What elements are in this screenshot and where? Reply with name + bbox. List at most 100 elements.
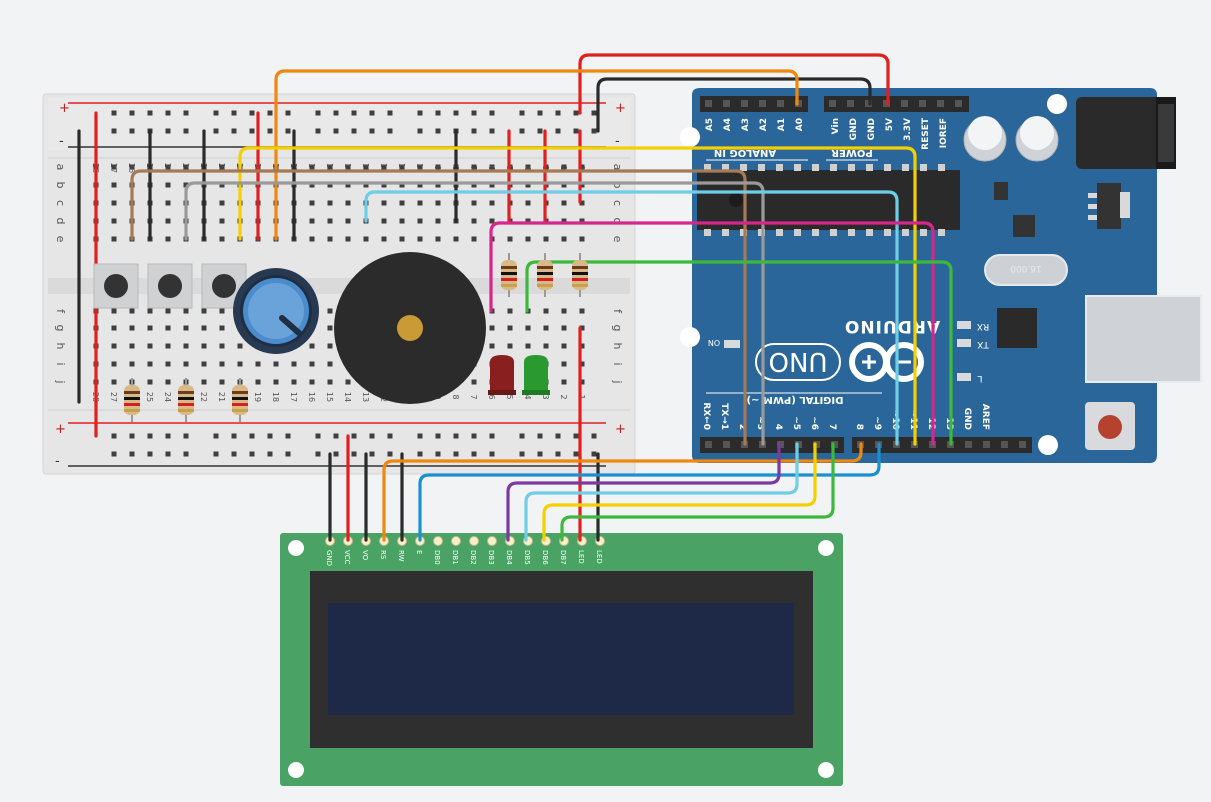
arduino-pin-label: A1 <box>777 118 787 131</box>
column-number: 23 <box>181 163 190 173</box>
lcd-pin-label: DB5 <box>523 550 531 565</box>
piezo-buzzer[interactable] <box>334 252 486 404</box>
row-letter: g <box>54 325 67 332</box>
arduino-pin-label: ~10 <box>890 410 900 430</box>
column-number: 14 <box>343 163 352 173</box>
column-number: 22 <box>199 392 208 402</box>
arduino-pin-label: GND <box>867 118 877 140</box>
center-channel <box>48 278 630 294</box>
usb-port <box>1085 295 1202 383</box>
arduino-pin-label: A4 <box>723 118 733 131</box>
column-number: 14 <box>343 392 352 402</box>
lcd-pin-label: DB3 <box>487 550 495 565</box>
arduino-pin-label: 2 <box>737 424 747 430</box>
arduino-pin-label: ~5 <box>791 416 801 430</box>
wire-gnd-black <box>596 77 872 133</box>
lcd-pin-label: E <box>415 550 423 554</box>
row-letter: i <box>54 362 67 365</box>
resistor[interactable] <box>537 253 553 297</box>
wire-db7-green <box>560 442 835 542</box>
row-letter: c <box>611 200 624 206</box>
resistor[interactable] <box>572 253 588 297</box>
analog-header <box>700 96 808 112</box>
resistor[interactable] <box>124 378 140 422</box>
arduino-pin-label: RESET <box>921 117 931 150</box>
column-number: 16 <box>307 392 316 402</box>
row-letter: h <box>54 343 67 350</box>
arduino-pin-label: 13 <box>944 417 954 430</box>
lcd-pin-label: DB1 <box>451 550 459 565</box>
column-number: 17 <box>289 392 298 402</box>
column-number: 6 <box>487 394 496 399</box>
wire-pin12-yellow <box>238 146 917 446</box>
transistor <box>994 182 1008 200</box>
resistors <box>124 253 588 422</box>
row-letter: d <box>611 218 624 225</box>
row-letter: b <box>54 182 67 189</box>
wire-pin13-magenta <box>489 221 935 446</box>
pushbutton[interactable] <box>201 263 247 309</box>
arduino-pin-label: A0 <box>795 118 805 131</box>
red-led[interactable] <box>488 355 516 395</box>
plus-sign-br: + <box>615 422 626 437</box>
column-number: 6 <box>487 165 496 170</box>
resistor[interactable] <box>501 253 517 297</box>
arduino-pin-label: 12 <box>926 417 936 430</box>
svg-text:ON: ON <box>708 338 720 347</box>
lcd-pin-label: RW <box>397 550 405 562</box>
column-number: 27 <box>109 392 118 402</box>
column-number: 21 <box>217 163 226 173</box>
column-number: 4 <box>523 165 532 170</box>
column-number: 21 <box>217 392 226 402</box>
arduino-brand-label: ARDUINO <box>844 316 940 336</box>
tx-led <box>957 339 971 347</box>
lcd-pin-label: DB7 <box>559 550 567 565</box>
resistor[interactable] <box>178 378 194 422</box>
row-letter: a <box>54 164 67 171</box>
arduino-pin-label: 4 <box>773 424 783 430</box>
lcd-pin-label: VCC <box>343 550 351 565</box>
row-letter: f <box>611 309 624 314</box>
arduino-pin-label: Vin <box>831 118 841 134</box>
arduino-pin-label: GND <box>962 408 972 430</box>
row-letter: c <box>54 200 67 206</box>
svg-text:RX: RX <box>977 321 989 331</box>
column-number: 13 <box>361 392 370 402</box>
lcd-pin-label: LED <box>595 550 603 564</box>
lcd-pin-label: GND <box>325 550 333 566</box>
row-letter: g <box>611 325 624 332</box>
wires <box>77 53 953 542</box>
plus-sign-tl: + <box>59 101 70 116</box>
column-number: 25 <box>145 392 154 402</box>
breadboard-holes <box>93 110 597 457</box>
potentiometer[interactable] <box>233 268 319 354</box>
column-number: 11 <box>397 163 406 173</box>
column-number: 16 <box>307 163 316 173</box>
column-number: 24 <box>163 392 172 402</box>
resistor[interactable] <box>232 378 248 422</box>
mounting-hole <box>1047 94 1067 114</box>
arduino-pin-label: A2 <box>759 118 769 131</box>
digital-label: DIGITAL (PWM ~) <box>747 394 844 405</box>
arduino-pin-label: ~3 <box>755 416 765 430</box>
column-number: 2 <box>559 165 568 170</box>
row-letter: e <box>54 236 67 243</box>
pushbutton[interactable] <box>93 263 139 309</box>
arduino-pin-label: RX←0 <box>701 402 711 430</box>
lcd-pin-label: DB2 <box>469 550 477 565</box>
arduino-logo <box>849 342 924 382</box>
lcd-screen <box>328 603 794 715</box>
green-led[interactable] <box>522 355 550 395</box>
pushbutton[interactable] <box>147 263 193 309</box>
lcd-mount-hole <box>288 762 304 778</box>
row-letter: j <box>611 379 624 383</box>
arduino-pin-label: TX→1 <box>719 403 729 430</box>
wire-5v-red <box>578 53 890 115</box>
column-number: 12 <box>379 163 388 173</box>
minus-sign-tl: - <box>59 134 64 149</box>
